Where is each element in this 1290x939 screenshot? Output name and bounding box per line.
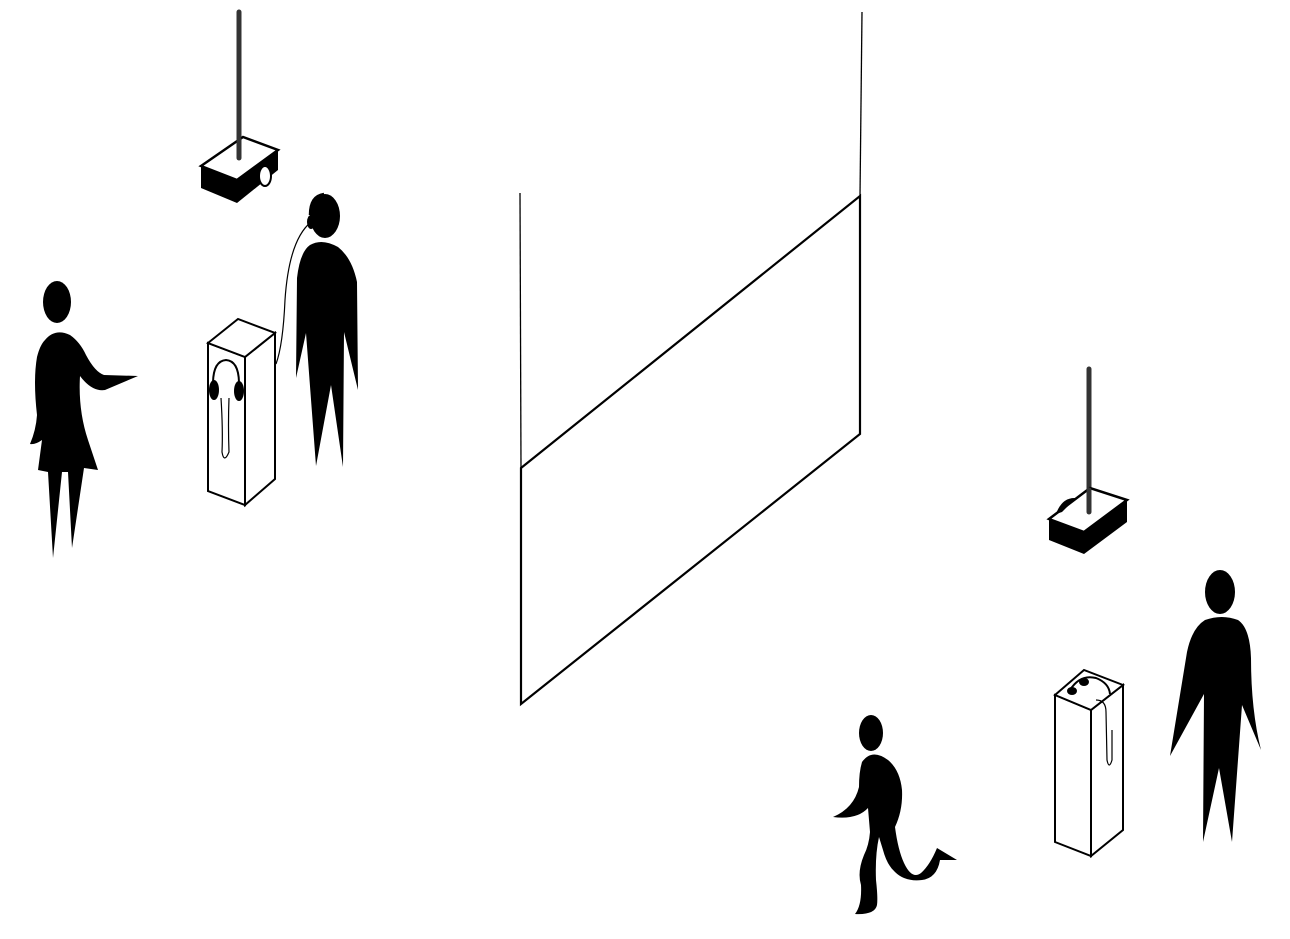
kiosk-front <box>1054 693 1092 858</box>
projector-side-face <box>1084 500 1127 554</box>
headphones-icon <box>1067 676 1113 766</box>
ceiling-projector-right <box>1046 366 1130 554</box>
person-head <box>1205 570 1235 614</box>
kiosk-side <box>1090 682 1124 859</box>
person-with-headphones <box>296 192 358 467</box>
headphone-cable <box>275 221 312 365</box>
ceiling-projector-left <box>198 9 281 203</box>
person-pointing <box>30 281 138 558</box>
kiosk-side <box>244 330 276 508</box>
person-body <box>296 241 358 467</box>
audio-kiosk-right <box>1053 668 1126 859</box>
projector-lens-icon <box>1056 497 1076 514</box>
headphones-icon <box>209 358 244 459</box>
person-walking <box>833 715 957 915</box>
person-body <box>833 754 957 915</box>
kiosk-top <box>206 317 277 359</box>
screen-surface <box>519 193 862 707</box>
person-head <box>43 281 71 323</box>
person-body <box>30 332 138 558</box>
suspension-wire-right <box>859 11 863 197</box>
person-body <box>1170 617 1261 842</box>
projection-screen <box>519 11 863 707</box>
projector-front-face <box>201 166 237 203</box>
projector-front-face <box>1049 519 1084 554</box>
headphones-icon <box>308 192 325 216</box>
projector-side-face <box>237 150 278 203</box>
person-head <box>859 715 883 751</box>
suspension-wire-left <box>519 192 522 469</box>
kiosk-front <box>207 341 246 507</box>
audio-kiosk-left <box>206 221 312 508</box>
projector-lens-icon <box>258 165 272 187</box>
person-head <box>310 194 340 238</box>
kiosk-top <box>1053 668 1126 712</box>
person-standing <box>1170 570 1261 842</box>
